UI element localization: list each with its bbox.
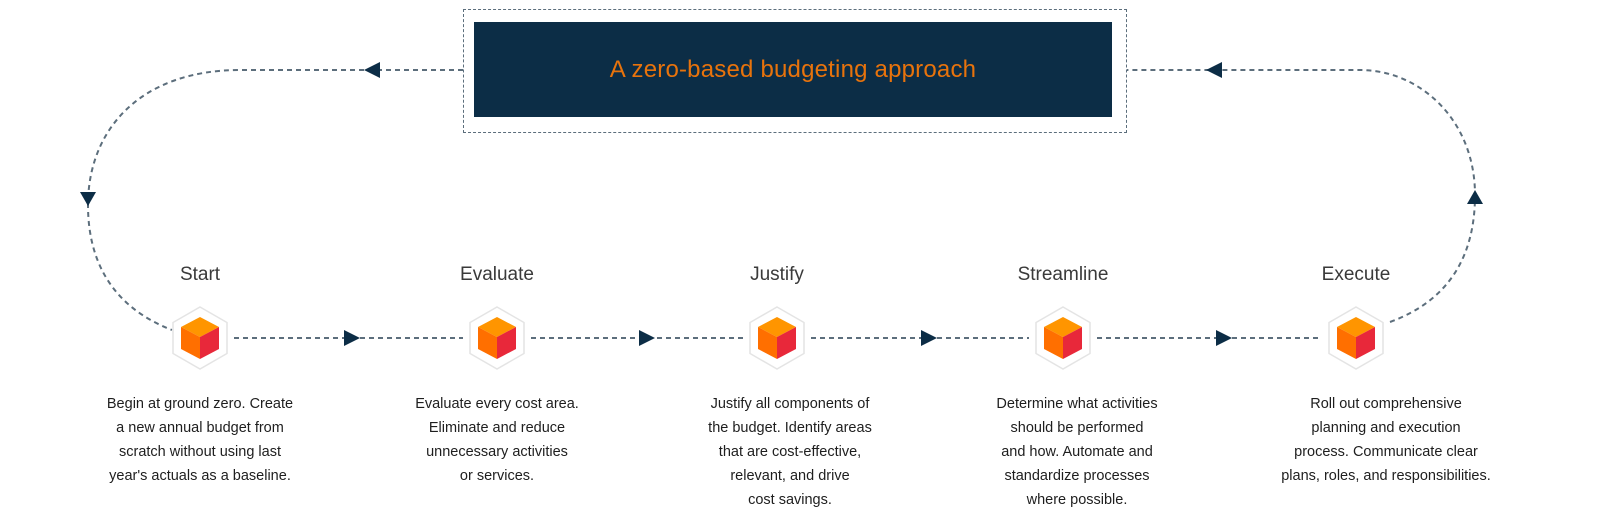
- cube-icon: [1035, 306, 1091, 370]
- step-description-execute: Roll out comprehensive planning and exec…: [1281, 396, 1491, 484]
- arrow-up-icon: [1467, 190, 1483, 204]
- arrow-right-icon: [1216, 330, 1232, 346]
- step-label-streamline: Streamline: [1017, 264, 1109, 285]
- step-label-evaluate: Evaluate: [460, 264, 534, 285]
- step-description-evaluate: Evaluate every cost area. Eliminate and …: [415, 396, 579, 484]
- step-description-justify: Justify all components of the budget. Id…: [708, 396, 872, 508]
- arrow-down-icon: [80, 192, 96, 206]
- cube-icon: [469, 306, 525, 370]
- cube-icon: [1328, 306, 1384, 370]
- diagram-title: A zero-based budgeting approach: [609, 55, 977, 83]
- loop-line-left: [86, 69, 463, 331]
- title-box: A zero-based budgeting approach: [474, 22, 1112, 117]
- cube-icon: [172, 306, 228, 370]
- title-frame: [463, 9, 1127, 133]
- step-description-streamline: Determine what activities should be perf…: [996, 396, 1158, 508]
- step-label-justify: Justify: [750, 264, 804, 285]
- cube-icon: [749, 306, 805, 370]
- step-description-start: Begin at ground zero. Create a new annua…: [106, 396, 294, 484]
- step-label-start: Start: [179, 264, 221, 285]
- arrow-right-icon: [921, 330, 937, 346]
- arrow-left-icon: [364, 62, 380, 78]
- step-label-execute: Execute: [1321, 264, 1391, 285]
- arrow-right-icon: [344, 330, 360, 346]
- arrow-left-icon: [1206, 62, 1222, 78]
- arrow-right-icon: [639, 330, 655, 346]
